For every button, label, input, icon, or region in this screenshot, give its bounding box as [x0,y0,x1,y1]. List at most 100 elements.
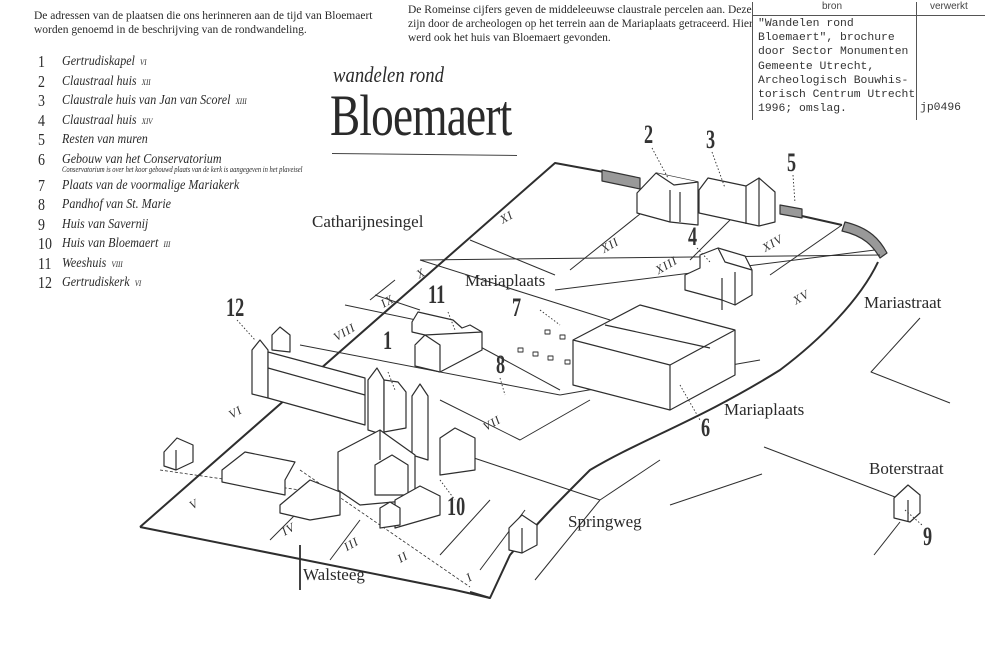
legend-number: 7 [38,175,45,195]
map-marker-1: 1 [383,326,393,355]
legend-number: 9 [38,214,45,234]
map-marker-10: 10 [447,492,466,521]
card-header-source: bron [822,1,843,12]
legend-item: 11 Weeshuis VIII [38,254,338,274]
street-catharijnesingel: Catharijnesingel [312,212,424,231]
source-card: bron verwerkt "Wandelen rond Bloemaert",… [752,0,1000,120]
legend-label-text: Claustraal huis [62,73,137,89]
card-divider-middle [916,2,917,120]
intro-text-addresses: De adressen van de plaatsen die ons heri… [34,10,373,36]
building-12-gertrudiskerk [251,326,366,426]
legend-label: Claustrale huis van Jan van Scorel XIII [62,92,247,110]
legend-label-text: Huis van Savernij [62,216,149,232]
legend-label-text: Resten van muren [62,132,148,147]
map-marker-11: 11 [428,280,446,309]
street-springweg: Springweg [568,512,642,531]
central-buildings [221,427,476,529]
building-2 [636,172,699,226]
card-header-processed: verwerkt [930,1,968,12]
map-marker-5: 5 [787,148,797,177]
legend-label-text: Huis van Bloemaert [62,236,159,251]
legend-plot-numeral: XIII [235,97,247,106]
legend-number: 4 [38,110,45,130]
legend-number: 6 [38,149,45,169]
legend-plot-numeral: XII [141,77,151,87]
legend-label-text: Gebouw van het Conservatorium [62,151,222,167]
small-house-springweg [508,514,538,554]
legend-number: 10 [38,234,52,253]
legend-plot-numeral: VIII [111,259,123,269]
legend-label-text: Claustrale huis van Jan van Scorel [62,93,231,108]
street-walsteeg: Walsteeg [303,565,365,584]
legend-label: Weeshuis VIII [62,255,123,273]
legend-label: Plaats van de voormalige Mariakerk [62,177,239,194]
street-lines [299,317,951,590]
map-marker-9: 9 [923,522,933,551]
legend-item: 9 Huis van Savernij [38,215,338,235]
legend-number: 8 [38,195,45,214]
legend-label-text: Plaats van de voormalige Mariakerk [62,177,240,193]
legend-item: 7 Plaats van de voormalige Mariakerk [38,176,338,196]
legend-item: 5 Resten van muren [38,130,338,150]
legend-note: Conservatorium is over het koor gebouwd … [62,164,303,174]
map-marker-8: 8 [496,350,506,379]
map-marker-3: 3 [706,125,716,154]
legend-number: 3 [38,91,45,110]
legend-item: 4 Claustraal huis XIV [38,111,338,131]
legend-number: 11 [38,253,52,273]
church-site-markers [517,329,571,365]
legend-label: Pandhof van St. Marie [62,196,171,213]
legend-label-text: Gertrudiskerk [62,275,130,290]
legend-label-text: Pandhof van St. Marie [62,197,172,212]
wall-remains [601,169,888,259]
legend-plot-numeral: III [163,240,171,249]
legend-plot-numeral: VI [134,279,142,288]
legend-plot-numeral: XIV [141,116,153,126]
legend-number: 5 [38,130,45,149]
legend-label: Resten van muren [62,131,148,148]
legend-label: Gertrudiskapel VI [62,53,147,71]
street-boterstraat: Boterstraat [869,459,944,478]
legend-plot-numeral: VI [140,58,147,67]
map-marker-12: 12 [226,293,245,322]
site-boundary [139,162,879,599]
legend-number: 1 [38,52,45,71]
street-mariaplaats-bottom: Mariaplaats [724,400,805,419]
building-4 [684,247,753,310]
legend-number: 2 [38,71,45,91]
street-mariaplaats-top: Mariaplaats [465,271,546,290]
legend-item: 10 Huis van Bloemaert III [38,234,338,254]
intro-text-roman-numerals: De Romeinse cijfers geven de middeleeuws… [408,4,753,44]
building-3 [698,177,776,227]
legend-item: 12 Gertrudiskerk VI [38,273,338,293]
legend-label: Gebouw van het Conservatorium [62,151,222,168]
map-marker-2: 2 [644,120,654,149]
title-subtitle: wandelen rond [333,62,444,87]
building-6-conservatorium [572,304,736,411]
building-9-savernij [893,484,921,523]
legend-label-text: Gertrudiskapel [62,54,135,69]
title-main: Bloemaert [330,83,512,148]
legend-item: 8 Pandhof van St. Marie [38,195,338,215]
legend-label-text: Weeshuis [62,255,107,271]
card-divider-left [752,2,753,120]
card-code: jp0496 [920,102,962,114]
legend-label: Claustraal huis XIV [62,112,152,130]
building-11-weeshuis [411,311,483,373]
street-mariastraat: Mariastraat [864,293,942,312]
legend-label-text: Claustraal huis [62,112,137,128]
map-marker-4: 4 [688,222,698,251]
hidden-path-lower [299,469,471,588]
legend-number: 12 [38,273,52,292]
card-header-rule [752,15,985,16]
map-marker-7: 7 [512,293,522,322]
map-marker-6: 6 [701,413,711,442]
small-house-left [163,437,194,471]
legend-item: 3 Claustrale huis van Jan van Scorel XIII [38,91,338,111]
leader-lines [236,147,923,526]
legend-label: Huis van Bloemaert III [62,235,170,253]
legend-label: Huis van Savernij [62,216,148,233]
